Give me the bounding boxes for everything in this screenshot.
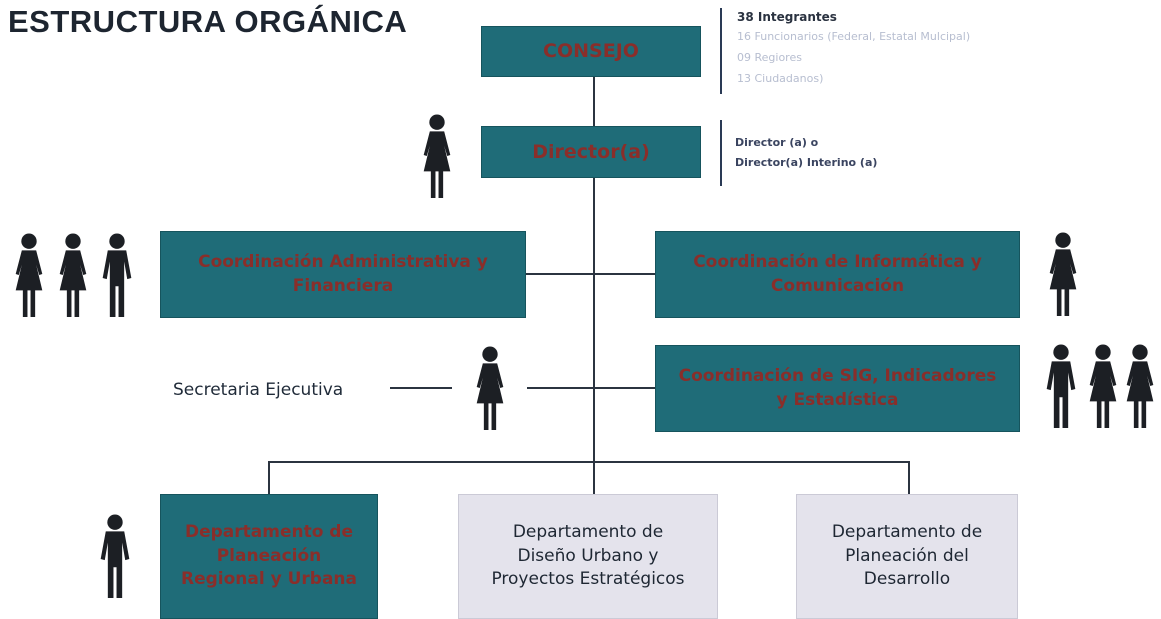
consejo-note-heading: 38 Integrantes [737, 10, 837, 24]
consejo-note-line1: 16 Funcionarios (Federal, Estatal Mulcip… [737, 30, 971, 43]
node-coord-info-label: Coordinación de Informática y Comunicaci… [693, 251, 982, 296]
person-female-icon [52, 233, 94, 319]
node-coord-sig-label: Coordinación de SIG, Indicadores y Estad… [678, 365, 997, 410]
node-director-label: Director(a) [532, 140, 650, 163]
node-coord-info: Coordinación de Informática y Comunicaci… [655, 231, 1020, 318]
person-female-icon [1082, 344, 1124, 430]
connector-secretaria-left [390, 387, 452, 389]
connector-secretaria-right [527, 387, 655, 389]
person-female-icon [416, 114, 458, 200]
director-note-line1: Director (a) o [735, 136, 819, 149]
node-consejo-label: CONSEJO [543, 40, 639, 63]
node-depto-desarrollo-label: Departamento de Planeación del Desarroll… [831, 521, 983, 590]
node-coord-sig: Coordinación de SIG, Indicadores y Estad… [655, 345, 1020, 432]
connector-depto-desarrollo [908, 461, 910, 494]
connector-consejo-director [593, 77, 595, 126]
secretaria-label: Secretaria Ejecutiva [173, 380, 344, 400]
node-depto-diseno-label: Departamento de Diseño Urbano y Proyecto… [491, 521, 685, 590]
consejo-note-bar [720, 8, 722, 94]
connector-depto-regional [268, 461, 270, 494]
person-female-icon [8, 233, 50, 319]
person-female-icon [1042, 232, 1084, 318]
consejo-note-line3: 13 Ciudadanos) [737, 72, 824, 85]
node-coord-admin: Coordinación Administrativa y Financiera [160, 231, 526, 318]
node-director: Director(a) [481, 126, 701, 178]
node-coord-admin-label: Coordinación Administrativa y Financiera [198, 251, 488, 296]
node-depto-regional-label: Departamento de Planeación Regional y Ur… [180, 521, 358, 590]
page-title: ESTRUCTURA ORGÁNICA [8, 4, 408, 39]
director-note-bar [720, 120, 722, 186]
connector-coordinaciones [526, 273, 656, 275]
person-female-icon [469, 346, 511, 432]
consejo-note-line2: 09 Regiores [737, 51, 802, 64]
person-male-icon [94, 514, 136, 600]
node-depto-diseno: Departamento de Diseño Urbano y Proyecto… [458, 494, 718, 619]
person-female-icon [1119, 344, 1161, 430]
person-male-icon [1040, 344, 1082, 430]
node-depto-desarrollo: Departamento de Planeación del Desarroll… [796, 494, 1018, 619]
connector-departamentos [268, 461, 910, 463]
person-male-icon [96, 233, 138, 319]
node-depto-regional: Departamento de Planeación Regional y Ur… [160, 494, 378, 619]
connector-director-trunk [593, 178, 595, 494]
node-consejo: CONSEJO [481, 26, 701, 77]
director-note-line2: Director(a) Interino (a) [735, 156, 878, 169]
